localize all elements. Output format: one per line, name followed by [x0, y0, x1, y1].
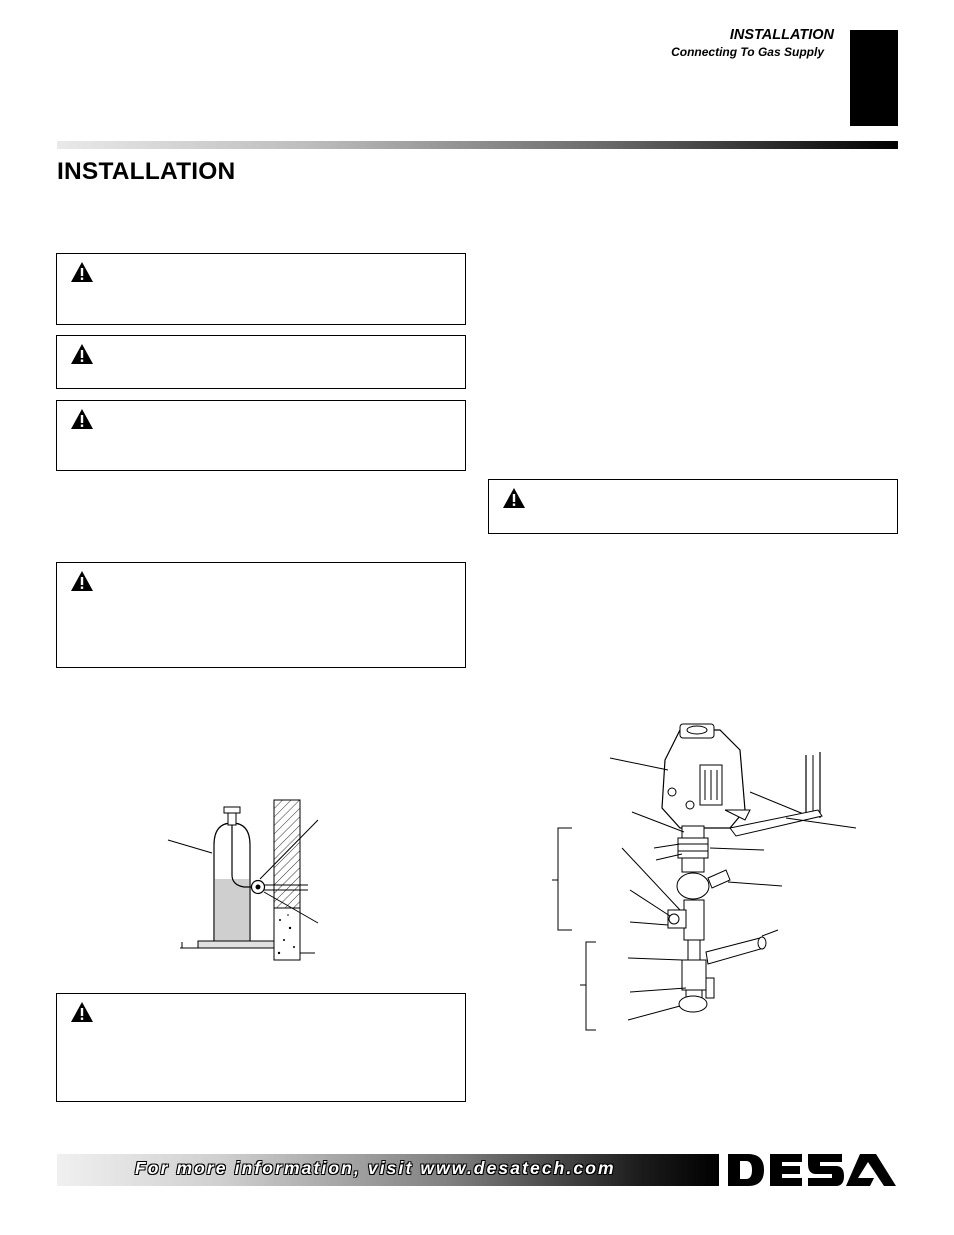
warning-icon [71, 571, 93, 591]
header-rule [57, 141, 898, 149]
footer-bar [57, 1154, 719, 1186]
warning-box-5 [56, 993, 466, 1102]
gas-valve-assembly-diagram [552, 723, 857, 1031]
warning-box-3 [56, 400, 466, 471]
tank-installation-diagram [167, 799, 319, 961]
footer-link-text[interactable]: For more information, visit www.desatech… [135, 1158, 616, 1178]
warning-box-6 [488, 479, 898, 534]
warning-box-1 [56, 253, 466, 325]
desa-logo [728, 1154, 896, 1186]
warning-icon [71, 409, 93, 429]
warning-icon [71, 262, 93, 282]
header-section: INSTALLATION [729, 27, 834, 43]
page-title: INSTALLATION [57, 158, 236, 185]
warning-icon [71, 344, 93, 364]
warning-icon [71, 1002, 93, 1022]
warning-box-2 [56, 335, 466, 389]
warning-box-4 [56, 562, 466, 668]
page-tab [850, 30, 898, 126]
warning-icon [503, 488, 525, 508]
header-subsection: Connecting To Gas Supply [671, 45, 824, 59]
